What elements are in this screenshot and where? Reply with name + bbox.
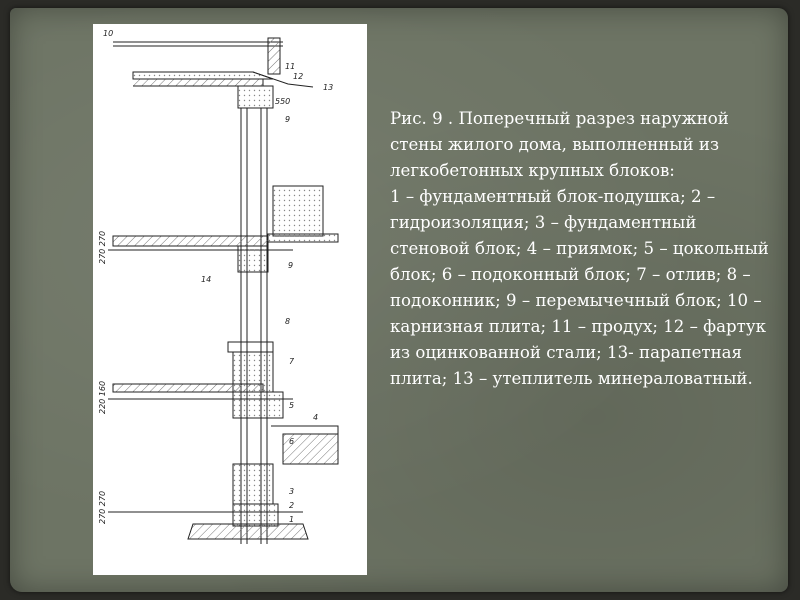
figure-caption: Рис. 9 . Поперечный разрез наружной стен…: [390, 106, 772, 392]
callout-label: 14: [201, 275, 211, 284]
callout-label: 12: [293, 72, 303, 81]
dimension-label: 270 270: [98, 231, 107, 264]
wall-section-drawing: 10 11 12 13 550 9 9 14 8 7 5 4 6 3 2 1 2…: [93, 24, 367, 575]
wall-section-svg: 10 11 12 13 550 9 9 14 8 7 5 4 6 3 2 1 2…: [98, 29, 339, 544]
caption-legend: 1 – фундаментный блок-подушка; 2 – гидро…: [390, 187, 769, 388]
callout-label: 8: [285, 317, 290, 326]
callout-label: 9: [288, 261, 293, 270]
callout-label: 6: [289, 437, 294, 446]
callout-label: 13: [323, 83, 333, 92]
callout-label: 3: [289, 487, 294, 496]
dimension-label: 220 160: [98, 381, 107, 414]
callout-label: 11: [285, 62, 295, 71]
callout-label: 1: [289, 515, 294, 524]
callout-label: 10: [103, 29, 113, 38]
dimension-label: 270 270: [98, 491, 107, 524]
callout-label: 2: [289, 501, 294, 510]
callout-label: 7: [289, 357, 295, 366]
callout-label: 9: [285, 115, 290, 124]
callout-label: 5: [289, 401, 294, 410]
caption-title: Рис. 9 . Поперечный разрез наружной стен…: [390, 109, 729, 180]
callout-label: 4: [313, 413, 318, 422]
dimension-label: 550: [275, 97, 290, 106]
